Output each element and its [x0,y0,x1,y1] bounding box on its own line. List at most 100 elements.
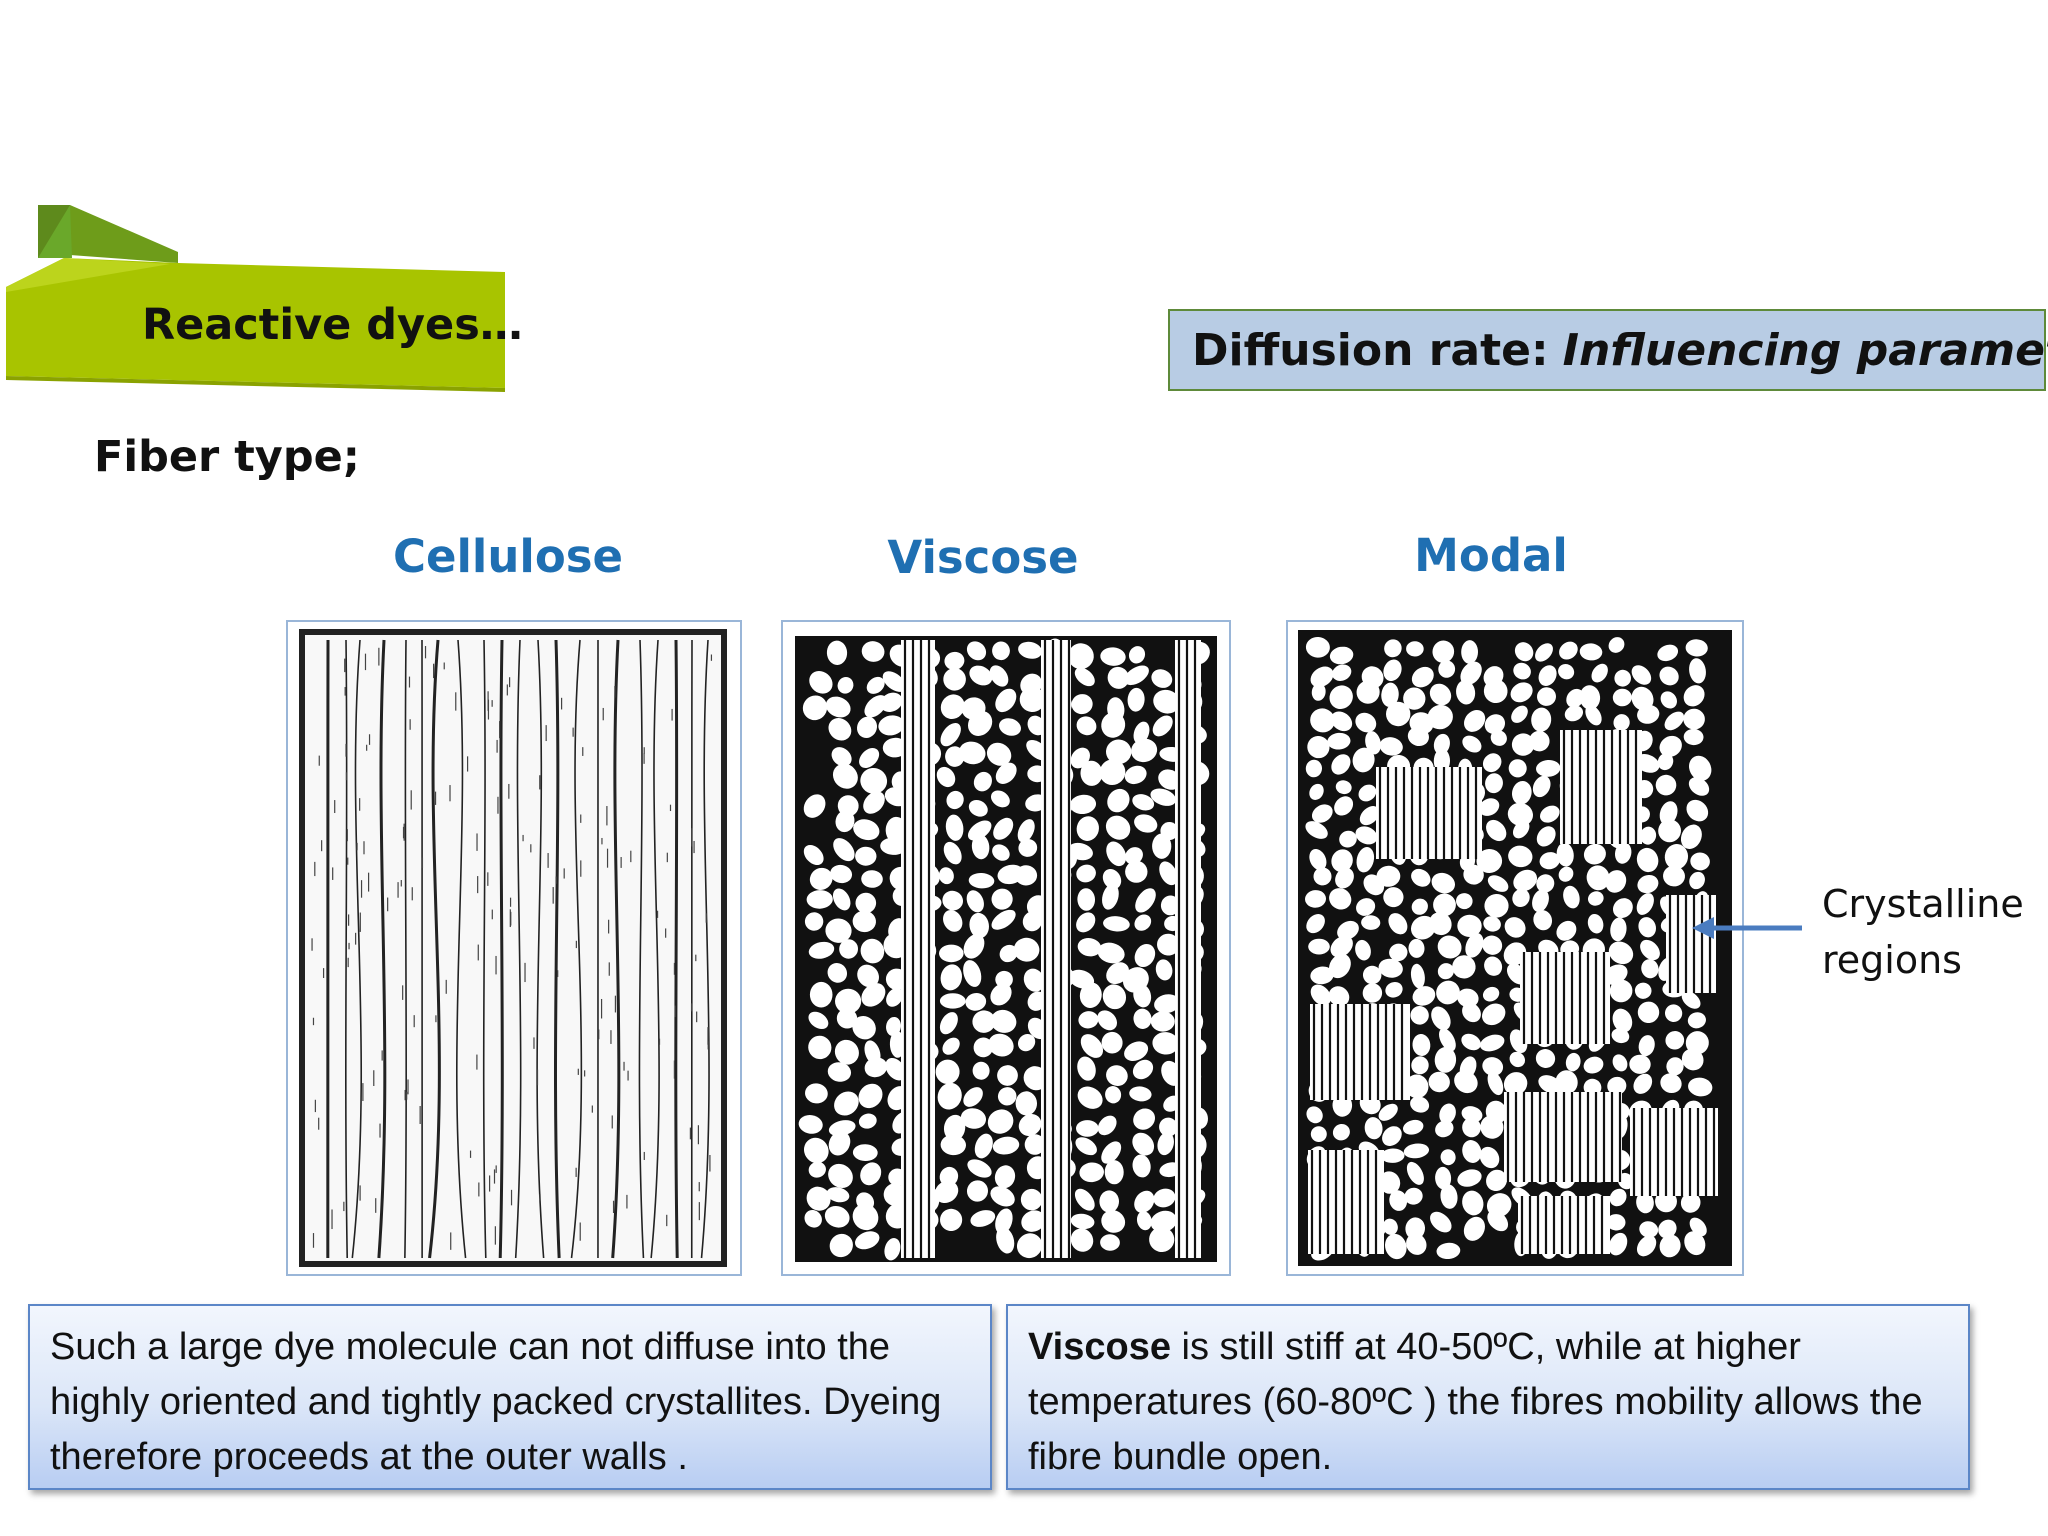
amorphous-cell [830,864,853,884]
amorphous-cell [1107,666,1129,689]
amorphous-cell [1461,1033,1481,1051]
amorphous-cell [1327,732,1351,750]
amorphous-cell [1439,1028,1456,1052]
amorphous-cell [1482,986,1500,1002]
amorphous-cell [995,762,1017,784]
amorphous-cell [1410,1096,1430,1113]
amorphous-cell [1612,898,1633,919]
amorphous-cell [1583,843,1606,865]
amorphous-cell [1504,917,1526,938]
amorphous-cell [1460,661,1482,685]
amorphous-cell [1452,955,1476,979]
amorphous-cell [1462,1140,1482,1163]
amorphous-cell [960,1108,987,1129]
amorphous-cell [1306,1106,1323,1124]
amorphous-cell [1376,865,1401,887]
amorphous-cell [1152,715,1173,737]
amorphous-cell [1311,804,1333,823]
amorphous-cell [1457,988,1479,1008]
amorphous-cell [1383,887,1404,908]
amorphous-cell [1013,937,1040,962]
amorphous-cell [1454,1070,1478,1094]
amorphous-cell [1404,1187,1423,1205]
amorphous-cell [1482,1057,1504,1076]
amorphous-cell [1465,933,1484,958]
amorphous-cell [1132,1154,1151,1178]
amorphous-cell [1078,1011,1099,1029]
amorphous-cell [1149,1226,1175,1253]
fibril-line [482,639,487,1259]
amorphous-cell [1412,986,1436,1006]
amorphous-cell [966,1180,989,1202]
amorphous-cell [1433,748,1451,774]
amorphous-cell [858,1083,883,1109]
fibril-line [638,639,645,1259]
amorphous-cell [934,1180,959,1204]
amorphous-cell [1150,788,1176,806]
amorphous-cell [1585,705,1602,726]
amorphous-cell [866,676,885,694]
amorphous-cell [1689,871,1705,890]
amorphous-cell [1487,1071,1504,1096]
fibril-line [377,639,387,1259]
amorphous-cell [1637,874,1659,894]
amorphous-cell [1097,942,1125,964]
amorphous-cell [1511,705,1528,723]
amorphous-cell [1579,643,1603,661]
amorphous-cell [1411,868,1431,887]
callout-line-1: Crystalline [1822,882,2024,926]
amorphous-cell [1429,912,1452,936]
amorphous-cell [1305,890,1326,908]
amorphous-cell [1124,665,1149,686]
amorphous-cell [1482,1003,1506,1026]
amorphous-cell [1106,739,1132,765]
amorphous-cell [1664,844,1689,870]
amorphous-cell [1337,920,1359,940]
amorphous-cell [828,1120,856,1137]
amorphous-cell [1102,883,1119,910]
amorphous-cell [1476,848,1503,874]
amorphous-cell [880,692,903,712]
amorphous-cell [1439,1103,1456,1124]
amorphous-cell [1436,980,1460,1005]
amorphous-cell [833,838,855,862]
fibril-line [514,639,522,1259]
amorphous-cell [1462,1117,1481,1138]
amorphous-cell [1355,939,1371,961]
amorphous-cell [1537,687,1556,706]
amorphous-cell [992,1136,1020,1155]
amorphous-cell [803,844,824,866]
amorphous-cell [1659,666,1679,686]
amorphous-cell [852,1203,879,1231]
amorphous-cell [1512,888,1530,908]
amorphous-cell [1079,982,1102,1008]
amorphous-cell [1379,737,1403,756]
amorphous-cell [1634,982,1652,999]
amorphous-cell [1310,966,1334,985]
amorphous-cell [1503,1072,1528,1096]
amorphous-cell [1484,893,1509,918]
amorphous-cell [882,671,906,692]
amorphous-cell [1487,875,1509,892]
amorphous-cell [1664,711,1685,731]
amorphous-cell [1641,959,1659,979]
amorphous-cell [1070,1228,1094,1252]
amorphous-cell [1437,963,1454,980]
amorphous-cell [1380,1148,1405,1163]
amorphous-cell [1124,1041,1149,1061]
amorphous-cell [1355,826,1378,845]
amorphous-cell [803,794,826,818]
amorphous-cell [806,890,833,909]
amorphous-cell [1432,640,1455,663]
fibril-line [455,639,467,1259]
amorphous-cell [943,909,963,932]
amorphous-cell [1154,994,1180,1014]
amorphous-cell [1077,938,1102,957]
amorphous-cell [1076,864,1096,883]
amorphous-cell [831,747,852,767]
amorphous-cell [1608,637,1625,653]
crystalline-region [1666,895,1716,993]
amorphous-cell [967,820,992,841]
amorphous-cell [1382,1218,1398,1235]
amorphous-cell [1017,819,1035,843]
